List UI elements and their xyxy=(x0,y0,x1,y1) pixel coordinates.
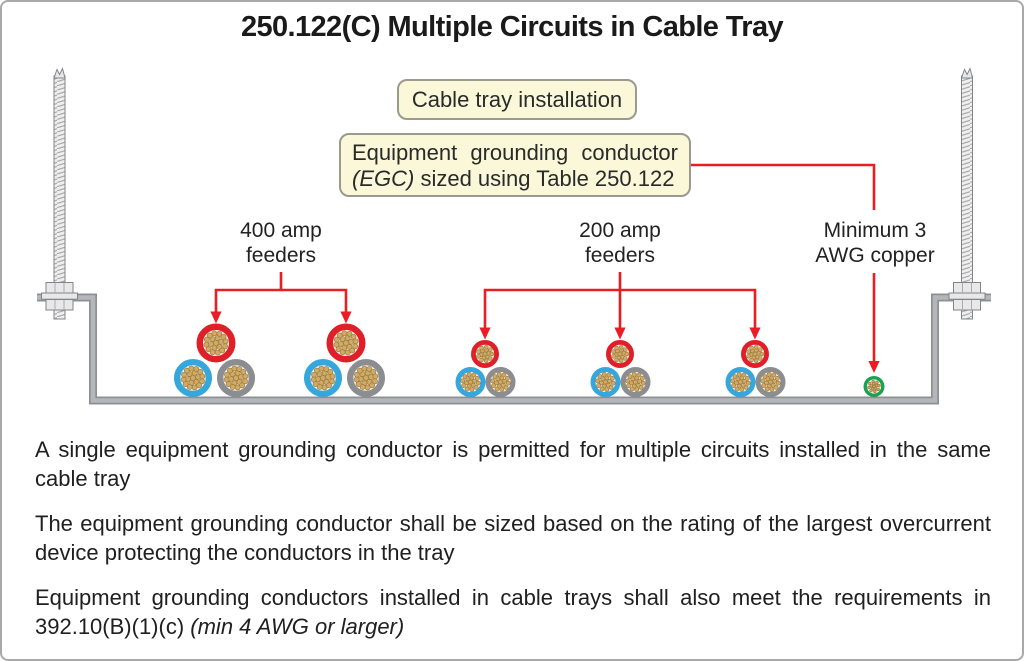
feeder-400-cable-red xyxy=(196,323,236,363)
note-egc-sizing-rule: The equipment grounding conductor shall … xyxy=(35,511,991,565)
feeder-400-cable-gray xyxy=(346,358,385,397)
feeder-200-cable-blue xyxy=(455,367,486,397)
egc-conductor xyxy=(863,376,885,398)
callout-egc-sizing: Equipment grounding conductor (EGC) size… xyxy=(339,133,691,197)
cable-bundles xyxy=(173,323,885,398)
feeder-200-cable-red xyxy=(606,339,635,368)
feeder-200-cable-gray xyxy=(485,367,516,397)
note-392-10-requirements: Equipment grounding conductors installed… xyxy=(35,585,991,639)
arrowhead xyxy=(479,327,491,340)
feeder-200-cable-red xyxy=(741,339,770,368)
cable-tray xyxy=(37,293,991,405)
notes-section: A single equipment grounding conductor i… xyxy=(35,435,991,657)
callout-egc-line1: Equipment grounding conductor xyxy=(352,140,678,165)
label-minimum-3-awg-copper: Minimum 3 AWG copper xyxy=(815,219,935,267)
feeder-200-cable-blue xyxy=(725,367,756,397)
arrowhead xyxy=(340,311,352,324)
callout-egc-line2: (EGC) sized using Table 250.122 xyxy=(352,166,675,191)
red-connector-lines xyxy=(214,163,876,363)
arrowhead xyxy=(749,327,761,340)
arrowhead xyxy=(210,311,222,324)
page-title: 250.122(C) Multiple Circuits in Cable Tr… xyxy=(240,11,784,43)
feeder-200-cable-gray xyxy=(620,367,651,397)
feeder-400-cable-red xyxy=(326,323,366,363)
feeder-200-cable-blue xyxy=(590,367,621,397)
feeder-200-cable-red xyxy=(470,339,499,368)
feeder-400-cable-blue xyxy=(303,358,342,397)
label-400-amp-feeders: 400 amp feeders xyxy=(240,219,322,267)
feeder-200-cable-gray xyxy=(755,367,786,397)
rod-nut-right xyxy=(948,282,986,311)
callout-cable-tray-installation: Cable tray installation xyxy=(397,79,637,120)
note-single-egc-permitted: A single equipment grounding conductor i… xyxy=(35,437,991,491)
threaded-rod-right xyxy=(960,67,974,320)
red-arrowheads xyxy=(210,311,880,373)
arrowhead xyxy=(868,361,880,373)
feeder-400-cable-gray xyxy=(216,358,255,397)
feeder-400-cable-blue xyxy=(173,358,212,397)
threaded-rod-left xyxy=(53,67,66,320)
label-200-amp-feeders: 200 amp feeders xyxy=(579,219,661,267)
arrowhead xyxy=(614,327,626,340)
rod-nut-left xyxy=(41,282,78,311)
